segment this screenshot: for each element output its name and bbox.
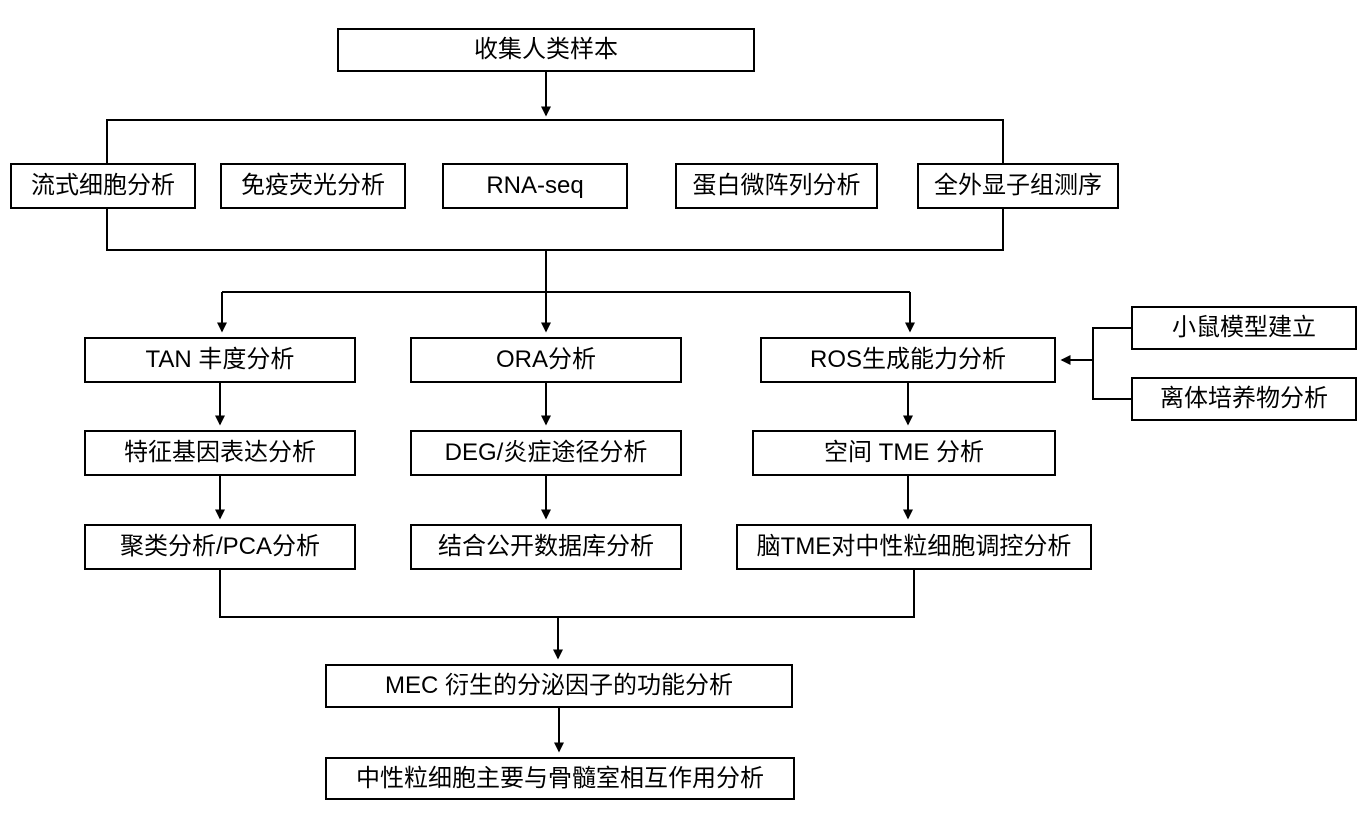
node-tan-abundance: TAN 丰度分析 bbox=[84, 337, 356, 383]
node-mouse-model: 小鼠模型建立 bbox=[1131, 306, 1357, 350]
node-mec-secretome-function: MEC 衍生的分泌因子的功能分析 bbox=[325, 664, 793, 708]
edge-right-junction bbox=[1092, 327, 1131, 400]
node-ex-vivo-culture: 离体培养物分析 bbox=[1131, 377, 1357, 421]
node-brain-tme-regulation: 脑TME对中性粒细胞调控分析 bbox=[736, 524, 1092, 570]
node-protein-microarray: 蛋白微阵列分析 bbox=[675, 163, 878, 209]
node-collect-human-samples: 收集人类样本 bbox=[337, 28, 755, 72]
edge-converge-bracket bbox=[219, 570, 915, 618]
node-flow-cytometry: 流式细胞分析 bbox=[10, 163, 196, 209]
node-public-database: 结合公开数据库分析 bbox=[410, 524, 682, 570]
node-deg-inflammation-pathway: DEG/炎症途径分析 bbox=[410, 430, 682, 476]
node-clustering-pca: 聚类分析/PCA分析 bbox=[84, 524, 356, 570]
node-ros-capacity: ROS生成能力分析 bbox=[760, 337, 1056, 383]
node-signature-gene-expression: 特征基因表达分析 bbox=[84, 430, 356, 476]
node-neutrophil-marrow-interaction: 中性粒细胞主要与骨髓室相互作用分析 bbox=[325, 757, 795, 800]
edge-assays-bottom-bracket bbox=[106, 209, 1004, 251]
node-whole-exome-sequencing: 全外显子组测序 bbox=[917, 163, 1119, 209]
edge-assays-top-bracket bbox=[106, 119, 1004, 163]
node-spatial-tme: 空间 TME 分析 bbox=[752, 430, 1056, 476]
node-immunofluorescence: 免疫荧光分析 bbox=[220, 163, 406, 209]
node-rna-seq: RNA-seq bbox=[442, 163, 628, 209]
node-ora-analysis: ORA分析 bbox=[410, 337, 682, 383]
